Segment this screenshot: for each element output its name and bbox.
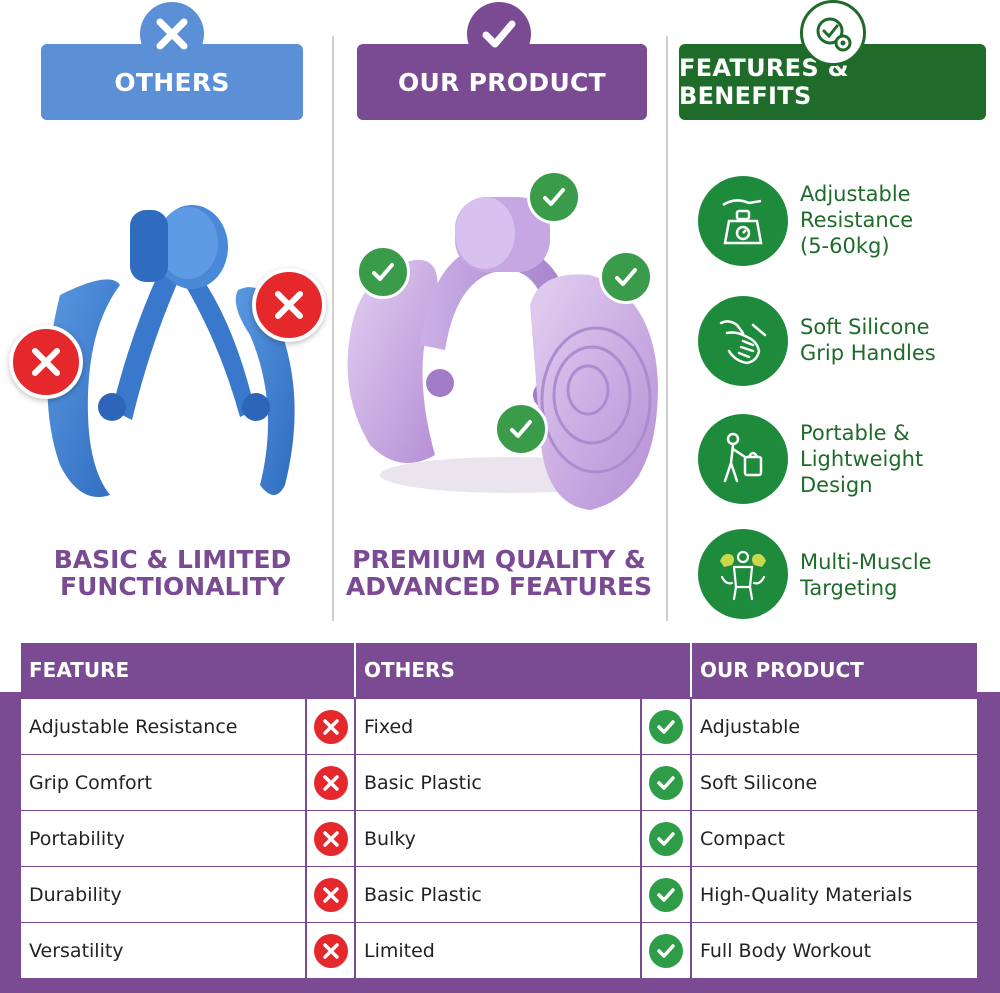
column-divider <box>666 36 668 621</box>
person-carrying-bag-icon <box>698 414 788 504</box>
others-caption-line: FUNCTIONALITY <box>60 572 285 601</box>
feature-soft-silicone-grip: Soft Silicone Grip Handles <box>800 314 990 366</box>
table-row: Portability Bulky Compact <box>21 811 977 867</box>
our-product-cell: Soft Silicone <box>692 755 977 810</box>
feature-line: Soft Silicone <box>800 315 930 339</box>
gear-check-badge-icon <box>800 0 866 66</box>
table-row: Durability Basic Plastic High-Quality Ma… <box>21 867 977 923</box>
muscle-body-icon <box>698 529 788 619</box>
feature-line: Portable & <box>800 421 910 445</box>
scale-weight-icon <box>698 176 788 266</box>
feature-cell: Adjustable Resistance <box>21 699 305 754</box>
cross-cell <box>307 923 354 978</box>
check-cell <box>642 699 690 754</box>
check-icon <box>649 933 683 968</box>
column-divider <box>332 36 334 621</box>
hand-grip-icon <box>698 296 788 386</box>
our-product-header-tab: OUR PRODUCT <box>357 44 647 120</box>
cross-icon <box>313 709 348 744</box>
cross-cell <box>307 867 354 922</box>
check-marker-icon <box>599 250 653 304</box>
others-cell: Limited <box>356 923 640 978</box>
table-row: Grip Comfort Basic Plastic Soft Silicone <box>21 755 977 811</box>
check-marker-icon <box>356 245 410 299</box>
cross-icon <box>313 821 348 856</box>
cross-icon <box>313 933 348 968</box>
our-product-image <box>347 197 658 510</box>
cross-marker-icon <box>252 268 326 342</box>
feature-line: (5-60kg) <box>800 234 890 258</box>
table-row: Adjustable Resistance Fixed Adjustable <box>21 699 977 755</box>
feature-portable-lightweight: Portable & Lightweight Design <box>800 420 990 498</box>
our-product-caption-line: PREMIUM QUALITY & <box>352 545 646 574</box>
feature-line: Design <box>800 473 873 497</box>
cross-icon <box>313 765 348 800</box>
our-product-caption-line: ADVANCED FEATURES <box>345 572 653 601</box>
others-cell: Basic Plastic <box>356 867 640 922</box>
our-product-header-label: OUR PRODUCT <box>397 67 607 97</box>
others-cell: Fixed <box>356 699 640 754</box>
feature-multi-muscle: Multi-Muscle Targeting <box>800 549 990 601</box>
feature-line: Lightweight <box>800 447 924 471</box>
table-header-our-product: OUR PRODUCT <box>700 658 864 682</box>
our-product-cell: High-Quality Materials <box>692 867 977 922</box>
our-product-cell: Compact <box>692 811 977 866</box>
feature-adjustable-resistance: Adjustable Resistance (5-60kg) <box>800 181 990 259</box>
check-icon <box>649 709 683 744</box>
feature-cell: Versatility <box>21 923 305 978</box>
feature-cell: Grip Comfort <box>21 755 305 810</box>
others-cell: Bulky <box>356 811 640 866</box>
check-icon <box>649 821 683 856</box>
check-badge-icon <box>467 2 531 66</box>
cross-marker-icon <box>9 325 83 399</box>
feature-line: Grip Handles <box>800 341 936 365</box>
cross-cell <box>307 755 354 810</box>
check-icon <box>649 877 683 912</box>
table-header-feature: FEATURE <box>29 658 130 682</box>
our-product-cell: Full Body Workout <box>692 923 977 978</box>
check-cell <box>642 923 690 978</box>
cross-badge-icon <box>140 2 204 66</box>
check-icon <box>649 765 683 800</box>
features-header-label: FEATURES & BENEFITS <box>679 54 849 110</box>
check-cell <box>642 867 690 922</box>
feature-line: Multi-Muscle <box>800 550 932 574</box>
feature-cell: Portability <box>21 811 305 866</box>
check-cell <box>642 755 690 810</box>
cross-cell <box>307 811 354 866</box>
others-caption-line: BASIC & LIMITED <box>53 545 292 574</box>
others-cell: Basic Plastic <box>356 755 640 810</box>
feature-cell: Durability <box>21 867 305 922</box>
feature-line: Adjustable <box>800 182 911 206</box>
cross-icon <box>313 877 348 912</box>
table-header: FEATURE OTHERS OUR PRODUCT <box>21 643 977 697</box>
cross-cell <box>307 699 354 754</box>
our-product-caption: PREMIUM QUALITY & ADVANCED FEATURES <box>340 546 658 600</box>
table-header-others: OTHERS <box>364 658 455 682</box>
others-caption: BASIC & LIMITED FUNCTIONALITY <box>30 546 315 600</box>
column-divider <box>354 643 356 697</box>
feature-line: Targeting <box>800 576 898 600</box>
table-row: Versatility Limited Full Body Workout <box>21 923 977 979</box>
comparison-table: FEATURE OTHERS OUR PRODUCT Adjustable Re… <box>21 643 977 979</box>
others-header-label: OTHERS <box>114 67 230 97</box>
our-product-cell: Adjustable <box>692 699 977 754</box>
check-marker-icon <box>527 170 581 224</box>
check-cell <box>642 811 690 866</box>
column-divider <box>690 643 692 697</box>
check-marker-icon <box>494 402 548 456</box>
feature-line: Resistance <box>800 208 914 232</box>
